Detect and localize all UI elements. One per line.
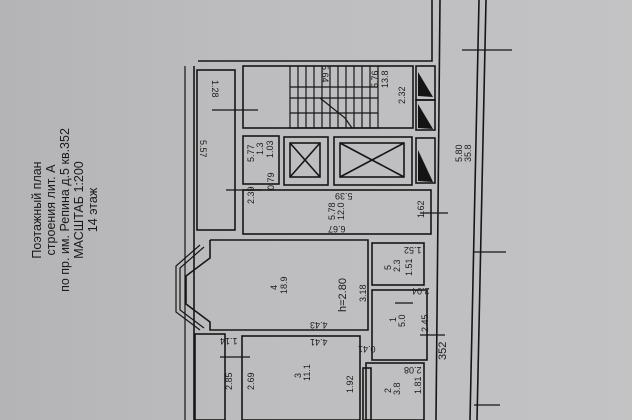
room-1-area: 5.0 [397,314,407,327]
axis-ticks [212,49,512,406]
dim-2-08: 2.08 [404,365,422,375]
vent-shaft-2 [415,99,436,131]
dim-5-39: 5.39 [335,191,353,201]
dim-1-81: 1.81 [413,376,423,394]
vent-shaft-3 [415,137,436,184]
dim-2-85: 2.85 [224,372,234,390]
outer-area: 35.8 [463,144,473,162]
dim-2-69: 2.69 [246,372,256,390]
dim-1-03: 1.03 [265,140,275,158]
dim-5-57: 5.57 [198,140,208,158]
small-area: 1.3 [255,142,265,155]
stair-code: 5.76 [370,70,380,88]
dim-4-41: 4.41 [310,337,328,347]
dim-1-51: 1.51 [404,258,414,276]
balcony-left [194,333,226,420]
room-2 [365,362,425,420]
dim-2-32: 2.32 [397,86,407,104]
stair-treads [289,66,379,129]
room-4-number: 4 [269,285,279,290]
room-3-number: 3 [293,373,303,378]
dim-1-62: 1.62 [416,200,426,218]
facade-line-outer [469,0,480,420]
corridor-code: 5.78 [327,202,337,220]
dim-1-92: 1.92 [345,375,355,393]
elevator-large [333,136,413,186]
dim-2-45: 2.45 [420,314,430,332]
dim-0-41: 0.41 [358,344,376,354]
room-4-wall [210,239,369,331]
room-4-area: 18.9 [279,276,289,294]
dim-3-18: 3.18 [358,284,368,302]
outer-wall-top [198,0,433,62]
room-1-number: 1 [388,317,398,322]
room-5-area: 2.3 [392,259,402,272]
ceiling-height: h=2.80 [337,278,349,312]
corridor-area: 12.0 [336,202,346,220]
dim-5-64: 5.64 [320,65,330,83]
dim-6-67: 6.67 [328,224,346,234]
dim-2-04: 2.04 [412,286,430,296]
stair-area: 13.8 [380,70,390,88]
outer-code: 5.80 [454,144,464,162]
apartment-number: 352 [437,342,449,360]
exterior-wall-right [435,0,441,420]
dim-4-43: 4.43 [310,320,328,330]
room-5 [371,242,425,286]
dim-1-28: 1.28 [210,80,220,98]
small-code: 5.77 [246,144,256,162]
room-2-area: 3.8 [392,382,402,395]
shaft-left [196,69,236,231]
room-1 [371,289,428,361]
room-3-area: 11.1 [302,364,312,381]
vent-fills [418,72,433,182]
dim-0-79: 0.79 [266,172,276,190]
dim-2-39: 2.39 [246,186,256,204]
elevator-small [283,136,329,186]
room-5-number: 5 [383,265,393,270]
dim-1-52: 1.52 [404,245,422,255]
small-room-577 [242,135,280,185]
room-3 [241,335,361,420]
dim-1-14: 1.14 [220,336,238,346]
room-2-number: 2 [383,388,393,393]
facade-line-inner [476,0,487,420]
corridor [242,189,432,235]
